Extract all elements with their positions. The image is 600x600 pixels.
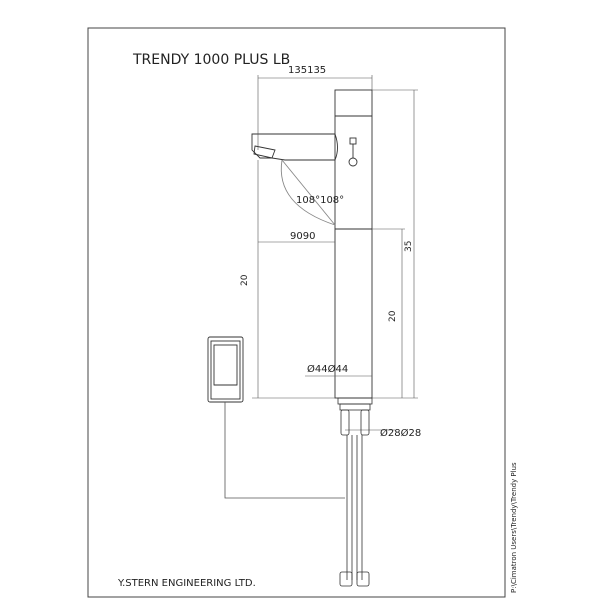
drawing-title: TRENDY 1000 PLUS LB	[132, 52, 290, 68]
shank-and-hoses	[337, 397, 373, 587]
dim-angle: 108°108°	[296, 195, 344, 206]
dimension-lines	[252, 75, 418, 431]
company-name: Y.STERN ENGINEERING LTD.	[117, 578, 256, 589]
dim-body-diameter: Ø44Ø44	[307, 363, 348, 375]
dim-right-height: 35	[404, 241, 414, 252]
faucet-body	[251, 89, 373, 399]
dim-body-height: 20	[388, 310, 398, 322]
file-path: P:\Cimatron Users\Trendy\Trendy Plus	[510, 462, 518, 593]
control-box	[207, 336, 244, 403]
dim-shank-diameter: Ø28Ø28	[380, 427, 421, 439]
cable	[224, 402, 345, 499]
dim-left-height: 20	[240, 274, 250, 286]
dim-spout-reach: 9090	[290, 231, 315, 242]
drawing-border	[87, 27, 506, 598]
dim-top-width: 135135	[288, 65, 326, 76]
